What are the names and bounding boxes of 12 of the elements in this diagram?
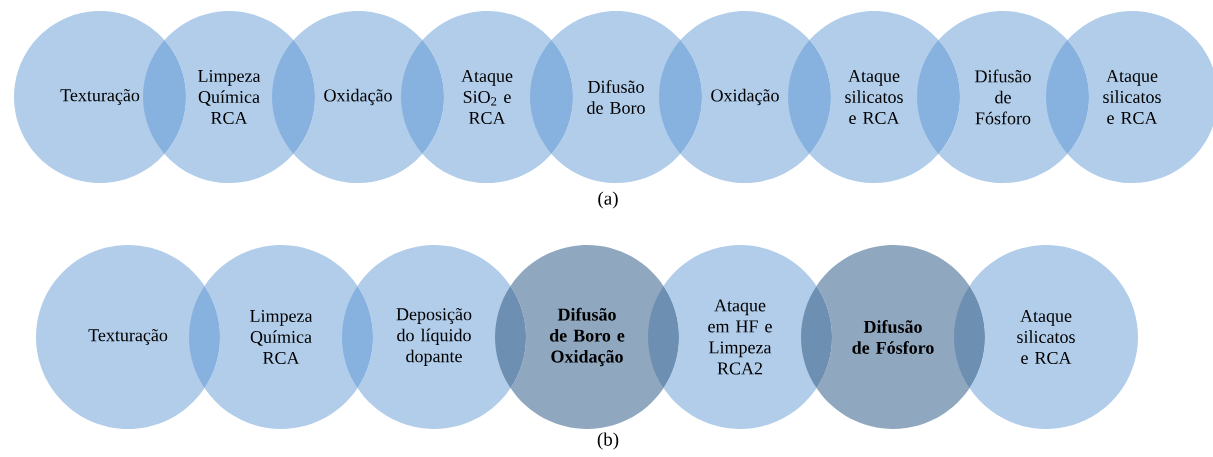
node-label: Difusão de Boro	[587, 80, 645, 114]
caption: (b)	[597, 432, 619, 450]
node-label: Oxidação	[324, 88, 392, 106]
node-label: Texturação	[88, 329, 168, 345]
node-label: Limpeza Química RCA	[250, 309, 313, 365]
caption: (a)	[598, 191, 618, 209]
node-label: Difusão de Fósforo	[975, 69, 1031, 125]
node-label: Oxidação	[711, 88, 779, 106]
node-label: Texturação	[60, 89, 140, 105]
node-label: Limpeza Química RCA	[198, 69, 261, 125]
node-label: Ataque SiO$_{2}$ e RCA	[461, 69, 513, 125]
node-label: Ataque silicatos e RCA	[845, 69, 903, 125]
